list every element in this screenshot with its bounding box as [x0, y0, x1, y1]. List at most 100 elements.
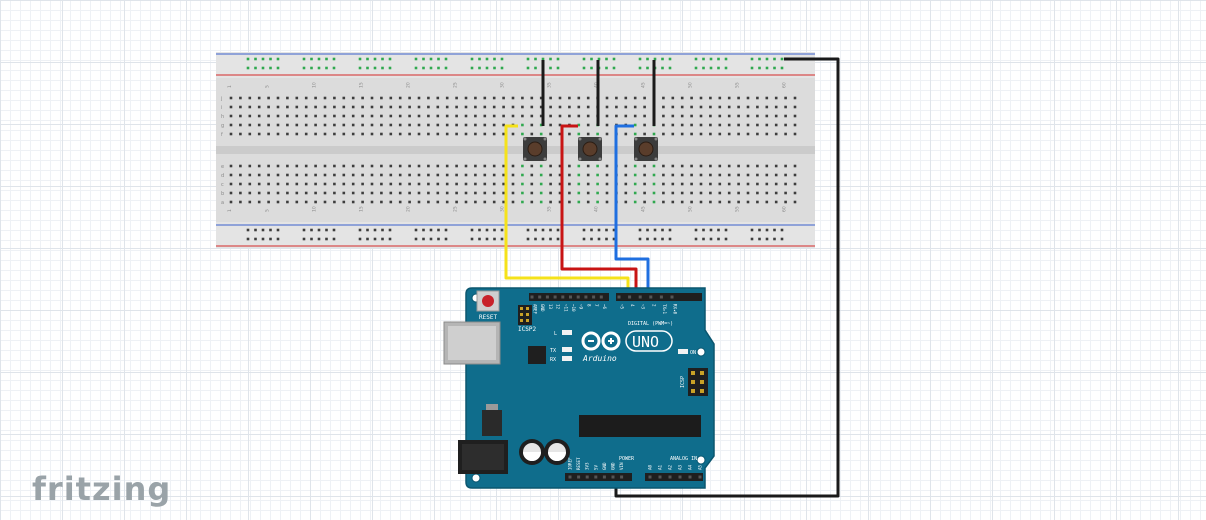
breadboard-hole	[323, 164, 327, 168]
breadboard-hole	[690, 123, 693, 127]
breadboard-hole	[737, 123, 740, 127]
breadboard-hole	[643, 114, 646, 118]
rail-hole	[541, 228, 545, 232]
reset-button[interactable]	[476, 290, 500, 312]
breadboard-hole	[699, 191, 703, 195]
breadboard-hole	[727, 164, 731, 168]
breadboard-hole	[492, 164, 496, 168]
breadboard-hole	[558, 132, 562, 136]
breadboard-hole	[530, 200, 534, 204]
breadboard-hole	[671, 191, 675, 195]
arduino-brand: Arduino	[582, 354, 617, 363]
breadboard-hole	[699, 182, 703, 186]
rail-hole	[366, 66, 369, 70]
breadboard-hole	[342, 191, 346, 195]
arduino-pcb	[465, 287, 715, 489]
breadboard-hole	[680, 123, 684, 127]
rail-hole	[758, 228, 761, 232]
rail-hole	[302, 66, 306, 70]
breadboard-hole	[427, 105, 430, 109]
rail-hole	[750, 57, 754, 61]
breadboard-hole	[624, 182, 628, 186]
breadboard-hole	[774, 182, 778, 186]
breadboard-hole	[267, 173, 270, 177]
breadboard-hole	[662, 132, 665, 136]
rail-hole	[325, 228, 328, 232]
breadboard-hole	[408, 105, 411, 109]
breadboard-hole	[718, 182, 722, 186]
rail-hole	[605, 237, 608, 241]
breadboard-hole	[408, 182, 411, 186]
breadboard-hole	[295, 132, 299, 136]
rail-hole	[668, 228, 672, 232]
rail-hole	[750, 237, 754, 241]
breadboard-hole	[727, 182, 731, 186]
breadboard-hole	[361, 182, 364, 186]
rail-hole	[414, 66, 418, 70]
breadboard-hole	[756, 114, 759, 118]
breadboard-hole	[370, 200, 374, 204]
breadboard-hole	[680, 105, 684, 109]
rail-hole	[276, 237, 280, 241]
rail-hole	[261, 66, 265, 70]
breadboard-hole	[558, 96, 562, 100]
wire-yellow-button1-to-pin[interactable]	[504, 124, 630, 297]
row-letter: j	[220, 96, 222, 102]
rail-hole	[780, 57, 784, 61]
breadboard-hole	[530, 173, 534, 177]
breadboard-hole	[314, 96, 317, 100]
breadboard-hole	[427, 123, 430, 127]
breadboard-hole	[286, 191, 289, 195]
power-pin-label: IOREF	[568, 457, 573, 470]
breadboard-hole	[718, 105, 722, 109]
breadboard-hole	[474, 132, 477, 136]
rail-hole	[612, 237, 616, 241]
breadboard-hole	[662, 173, 665, 177]
rail-hole	[556, 237, 560, 241]
column-number: 55	[735, 82, 741, 88]
breadboard-hole	[267, 114, 270, 118]
arduino-uno-board[interactable]: RESET ICSP2 L TX RX ON	[443, 287, 715, 489]
pushbutton-1[interactable]	[523, 137, 547, 161]
breadboard-hole	[380, 173, 383, 177]
breadboard-hole	[323, 114, 327, 118]
breadboard-hole	[671, 123, 675, 127]
rail-hole	[765, 57, 769, 61]
rail-hole	[269, 228, 272, 232]
breadboard-hole	[239, 173, 242, 177]
breadboard-hole	[286, 123, 289, 127]
breadboard-hole	[304, 123, 308, 127]
pushbutton-3[interactable]	[634, 137, 658, 161]
header-hole	[592, 295, 596, 299]
rail-hole	[246, 66, 250, 70]
rail-hole	[470, 228, 474, 232]
rail-hole	[302, 228, 306, 232]
breadboard-hole	[295, 114, 299, 118]
wire-gnd-to-rail[interactable]	[614, 57, 840, 498]
header-hole	[688, 475, 692, 479]
breadboard-hole	[267, 132, 270, 136]
breadboard-hole	[765, 191, 769, 195]
rail-hole	[780, 237, 784, 241]
breadboard-hole	[652, 191, 656, 195]
rail-hole	[668, 57, 672, 61]
breadboard-hole	[267, 164, 270, 168]
breadboard-hole	[774, 96, 778, 100]
rail-hole	[276, 228, 280, 232]
breadboard-hole	[756, 96, 759, 100]
breadboard-hole	[737, 114, 740, 118]
breadboard-hole	[765, 114, 769, 118]
header-hole	[648, 475, 652, 479]
rail-hole	[254, 228, 257, 232]
wire-red-button2-to-pin[interactable]	[560, 124, 638, 297]
breadboard-hole	[304, 191, 308, 195]
breadboard[interactable]: 1155101015152020252530303535404045455050…	[216, 52, 815, 248]
pushbutton-2[interactable]	[578, 137, 602, 161]
rail-hole	[765, 228, 769, 232]
rail-hole	[381, 237, 384, 241]
header-hole	[585, 475, 589, 479]
rail-hole	[470, 66, 474, 70]
wire-blue-button3-to-pin[interactable]	[614, 124, 650, 297]
column-number: 20	[406, 82, 412, 88]
breadboard-hole	[229, 114, 233, 118]
